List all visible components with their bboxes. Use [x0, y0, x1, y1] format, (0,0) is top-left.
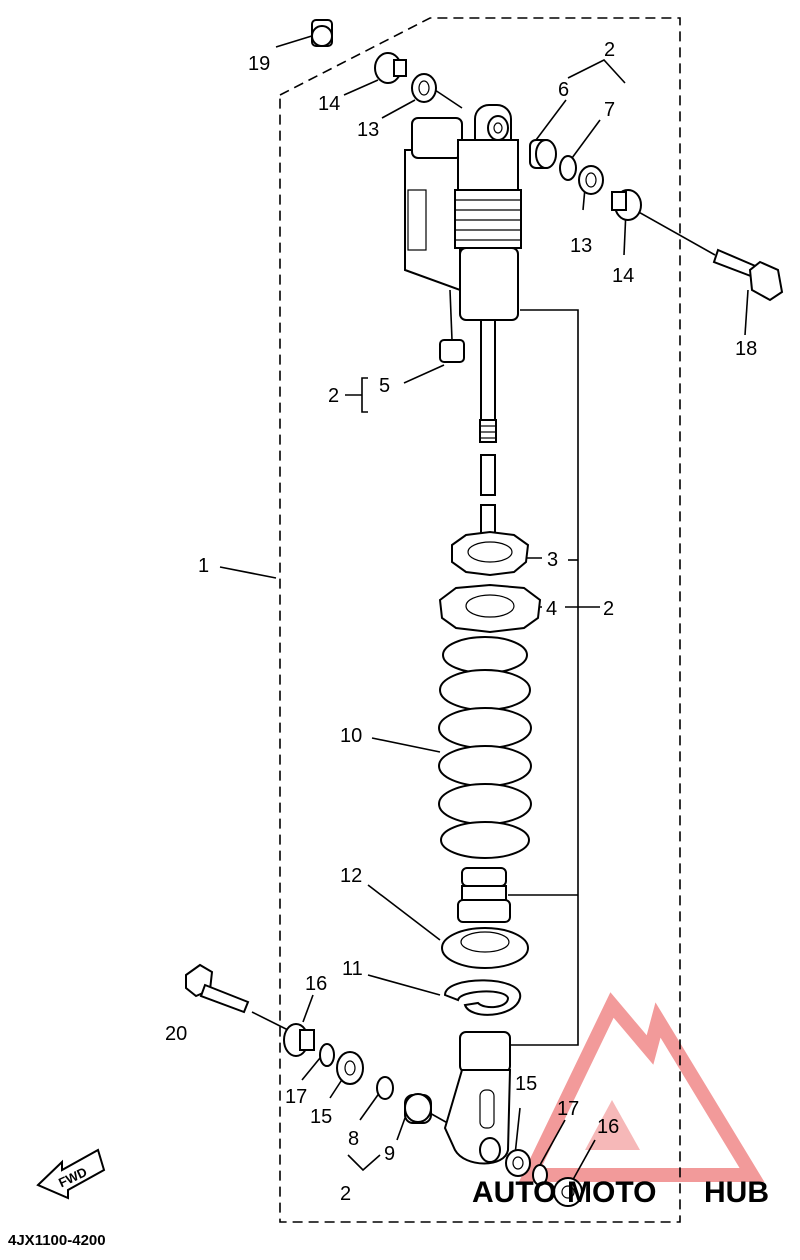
callout-17-left: 17	[285, 1086, 307, 1108]
part-17-circlip-left	[319, 1043, 335, 1067]
part-3-adjuster-ring	[451, 530, 530, 577]
callout-16-left: 16	[305, 973, 327, 995]
part-19-nut	[311, 19, 333, 47]
part-7-circlip	[559, 155, 577, 181]
callout-8: 8	[348, 1128, 359, 1150]
part-16-collar-left	[283, 1023, 315, 1057]
callout-6: 6	[558, 79, 569, 101]
part-14-collar-right	[611, 189, 642, 221]
callout-19: 19	[248, 53, 270, 75]
watermark-auto: AUTO	[472, 1176, 556, 1209]
callout-4: 4	[546, 598, 557, 620]
callout-14-top: 14	[318, 93, 340, 115]
callout-20: 20	[165, 1023, 187, 1045]
part-6-bushing	[529, 139, 557, 169]
callout-7: 7	[604, 99, 615, 121]
part-8-ring	[376, 1076, 394, 1100]
part-16-collar-right	[553, 1177, 583, 1207]
leader-lines	[219, 34, 749, 1186]
part-15-bushing-right	[505, 1149, 531, 1177]
watermark-moto: MOTO	[567, 1176, 656, 1209]
part-20-bolt	[185, 963, 250, 1014]
part-14-collar	[374, 52, 407, 84]
callout-labels: 19 14 13 6 7 2 13 14 18 2 5 1 3 4 2 10 1…	[165, 39, 757, 1205]
callout-9: 9	[384, 1143, 395, 1165]
part-13-seal-right	[578, 165, 604, 195]
callout-2-right: 2	[603, 598, 614, 620]
shock-body	[454, 104, 522, 546]
callout-12: 12	[340, 865, 362, 887]
watermark-logo	[518, 992, 765, 1182]
bump-stop	[457, 867, 511, 923]
callout-16-right: 16	[597, 1116, 619, 1138]
callout-15-left: 15	[310, 1106, 332, 1128]
lower-clevis	[443, 1031, 512, 1165]
shock-reservoir	[404, 117, 463, 341]
part-12-spring-seat	[441, 927, 529, 969]
diagram-code: 4JX1100-4200	[8, 1232, 106, 1249]
watermark-text: AUTO MOTO HUB	[472, 1176, 769, 1209]
part-9-bushing	[404, 1093, 432, 1124]
part-17-circlip-right	[532, 1164, 548, 1186]
callout-13-top: 13	[357, 119, 379, 141]
fwd-arrow: FWD	[36, 1148, 106, 1200]
callout-2-mid: 2	[328, 385, 339, 407]
callout-17-right: 17	[557, 1098, 579, 1120]
callout-5: 5	[379, 375, 390, 397]
part-15-bushing-left	[336, 1051, 364, 1085]
callout-15-right: 15	[515, 1073, 537, 1095]
watermark-hub: HUB	[704, 1176, 769, 1209]
callout-2-bottom: 2	[340, 1183, 351, 1205]
part-4-locknut	[438, 583, 542, 634]
callout-3: 3	[547, 549, 558, 571]
callout-10: 10	[340, 725, 362, 747]
callout-13-right: 13	[570, 235, 592, 257]
part-13-seal	[411, 73, 437, 103]
part-11-stopper	[443, 979, 522, 1016]
part-10-spring	[438, 636, 532, 859]
part-5-bushing	[439, 339, 465, 363]
callout-14-right: 14	[612, 265, 634, 287]
callout-11: 11	[342, 958, 363, 980]
part-18-bolt	[712, 248, 784, 302]
assembly-boundary	[279, 17, 681, 1223]
callout-2-top: 2	[604, 39, 615, 61]
callout-1: 1	[198, 555, 209, 577]
callout-18: 18	[735, 338, 757, 360]
